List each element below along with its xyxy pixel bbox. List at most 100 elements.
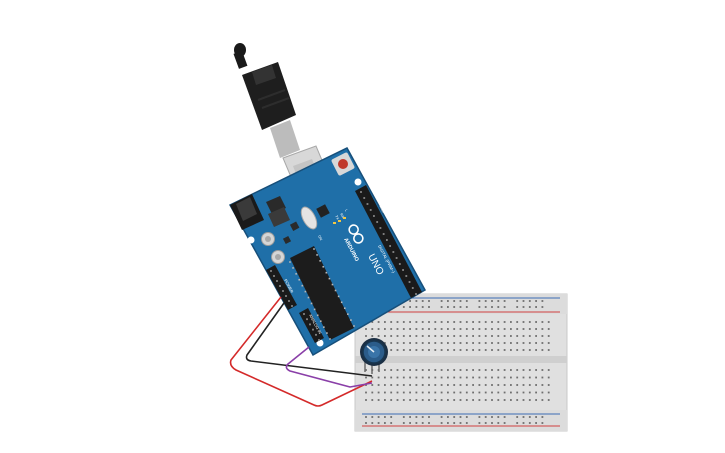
terminal-hole[interactable] bbox=[465, 328, 468, 330]
terminal-hole[interactable] bbox=[384, 384, 386, 386]
terminal-hole[interactable] bbox=[516, 342, 519, 344]
terminal-hole[interactable] bbox=[402, 369, 405, 371]
rail-hole[interactable] bbox=[421, 422, 424, 424]
terminal-hole[interactable] bbox=[434, 349, 437, 351]
rail-hole[interactable] bbox=[541, 300, 544, 302]
terminal-hole[interactable] bbox=[421, 391, 424, 394]
terminal-hole[interactable] bbox=[409, 321, 411, 323]
rail-hole[interactable] bbox=[484, 422, 487, 424]
rail-hole[interactable] bbox=[503, 416, 506, 418]
terminal-hole[interactable] bbox=[541, 335, 544, 337]
terminal-hole[interactable] bbox=[491, 321, 493, 323]
chip-pin[interactable] bbox=[334, 289, 337, 292]
rail-hole[interactable] bbox=[516, 422, 519, 424]
terminal-hole[interactable] bbox=[453, 376, 456, 379]
terminal-hole[interactable] bbox=[547, 369, 550, 371]
terminal-hole[interactable] bbox=[377, 391, 380, 394]
terminal-hole[interactable] bbox=[396, 321, 399, 323]
terminal-hole[interactable] bbox=[390, 376, 393, 379]
terminal-hole[interactable] bbox=[390, 391, 393, 394]
terminal-hole[interactable] bbox=[396, 376, 399, 379]
rail-hole[interactable] bbox=[453, 416, 456, 418]
terminal-hole[interactable] bbox=[402, 349, 405, 351]
header-pin[interactable] bbox=[312, 328, 314, 331]
terminal-hole[interactable] bbox=[528, 369, 531, 371]
rail-hole[interactable] bbox=[453, 300, 456, 302]
chip-pin[interactable] bbox=[313, 308, 316, 311]
terminal-hole[interactable] bbox=[535, 349, 537, 351]
rail-hole[interactable] bbox=[465, 422, 468, 424]
terminal-hole[interactable] bbox=[402, 391, 405, 394]
terminal-hole[interactable] bbox=[396, 391, 399, 394]
terminal-hole[interactable] bbox=[541, 399, 544, 401]
terminal-hole[interactable] bbox=[528, 349, 531, 351]
terminal-hole[interactable] bbox=[535, 342, 537, 344]
terminal-hole[interactable] bbox=[522, 349, 525, 351]
terminal-hole[interactable] bbox=[365, 384, 367, 386]
terminal-hole[interactable] bbox=[459, 328, 462, 330]
terminal-hole[interactable] bbox=[377, 321, 380, 323]
terminal-hole[interactable] bbox=[409, 328, 411, 330]
chip-pin[interactable] bbox=[347, 313, 349, 315]
terminal-hole[interactable] bbox=[447, 376, 449, 379]
rail-hole[interactable] bbox=[447, 306, 449, 308]
terminal-hole[interactable] bbox=[459, 369, 462, 371]
terminal-hole[interactable] bbox=[371, 391, 374, 394]
terminal-hole[interactable] bbox=[447, 342, 449, 344]
terminal-hole[interactable] bbox=[396, 328, 399, 330]
terminal-hole[interactable] bbox=[415, 328, 418, 330]
terminal-hole[interactable] bbox=[497, 335, 500, 337]
terminal-hole[interactable] bbox=[409, 391, 411, 394]
terminal-hole[interactable] bbox=[428, 335, 430, 337]
terminal-hole[interactable] bbox=[371, 384, 374, 386]
header-pin[interactable] bbox=[398, 263, 401, 265]
terminal-hole[interactable] bbox=[447, 321, 449, 323]
rail-hole[interactable] bbox=[522, 422, 525, 424]
terminal-hole[interactable] bbox=[453, 321, 456, 323]
terminal-hole[interactable] bbox=[459, 399, 462, 401]
rail-hole[interactable] bbox=[535, 416, 537, 418]
terminal-hole[interactable] bbox=[428, 349, 430, 351]
terminal-hole[interactable] bbox=[434, 335, 437, 337]
rail-hole[interactable] bbox=[516, 300, 519, 302]
terminal-hole[interactable] bbox=[472, 349, 474, 351]
header-pin[interactable] bbox=[318, 339, 320, 341]
terminal-hole[interactable] bbox=[377, 376, 380, 379]
rail-hole[interactable] bbox=[447, 416, 449, 418]
terminal-hole[interactable] bbox=[459, 384, 462, 386]
header-pin[interactable] bbox=[315, 333, 317, 336]
rail-hole[interactable] bbox=[465, 300, 468, 302]
chip-pin[interactable] bbox=[322, 265, 325, 268]
terminal-hole[interactable] bbox=[541, 328, 544, 330]
terminal-hole[interactable] bbox=[491, 391, 493, 394]
terminal-hole[interactable] bbox=[365, 335, 367, 337]
terminal-hole[interactable] bbox=[459, 342, 462, 344]
terminal-hole[interactable] bbox=[478, 321, 481, 323]
terminal-hole[interactable] bbox=[428, 399, 430, 401]
terminal-hole[interactable] bbox=[415, 384, 418, 386]
terminal-hole[interactable] bbox=[415, 342, 418, 344]
terminal-hole[interactable] bbox=[522, 335, 525, 337]
terminal-hole[interactable] bbox=[484, 328, 487, 330]
rail-hole[interactable] bbox=[503, 422, 506, 424]
terminal-hole[interactable] bbox=[535, 369, 537, 371]
terminal-hole[interactable] bbox=[390, 384, 393, 386]
terminal-hole[interactable] bbox=[547, 328, 550, 330]
terminal-hole[interactable] bbox=[440, 321, 443, 323]
terminal-hole[interactable] bbox=[535, 321, 537, 323]
terminal-hole[interactable] bbox=[428, 384, 430, 386]
rail-hole[interactable] bbox=[478, 416, 481, 418]
chip-pin[interactable] bbox=[313, 248, 315, 250]
terminal-hole[interactable] bbox=[491, 369, 493, 371]
terminal-hole[interactable] bbox=[484, 384, 487, 386]
terminal-hole[interactable] bbox=[472, 335, 474, 337]
terminal-hole[interactable] bbox=[421, 376, 424, 379]
analog-header[interactable] bbox=[299, 308, 324, 343]
terminal-hole[interactable] bbox=[440, 335, 443, 337]
terminal-hole[interactable] bbox=[516, 335, 519, 337]
header-pin[interactable] bbox=[282, 290, 284, 292]
header-pin[interactable] bbox=[288, 300, 290, 302]
terminal-hole[interactable] bbox=[409, 384, 411, 386]
terminal-hole[interactable] bbox=[484, 369, 487, 371]
terminal-hole[interactable] bbox=[409, 335, 411, 337]
